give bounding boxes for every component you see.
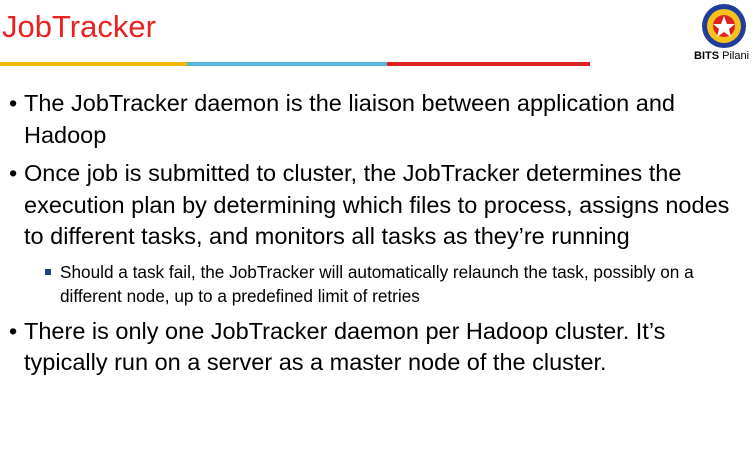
sub-bullet-2-1-text: Should a task fail, the JobTracker will … bbox=[60, 261, 694, 306]
square-bullet-icon bbox=[45, 268, 51, 275]
sub-bullet-2-1: Should a task fail, the JobTracker will … bbox=[0, 260, 754, 308]
bullet-dot-icon: • bbox=[9, 160, 18, 186]
title-rule-yellow bbox=[0, 62, 187, 66]
slide-title: JobTracker bbox=[2, 9, 156, 44]
bullet-1-text: The JobTracker daemon is the liaison bet… bbox=[24, 90, 675, 148]
bullet-3-text: There is only one JobTracker daemon per … bbox=[24, 317, 666, 376]
bits-pilani-logo-icon bbox=[702, 4, 746, 48]
bullet-2-text: Once job is submitted to cluster, the Jo… bbox=[24, 160, 730, 249]
title-rule-red bbox=[387, 62, 590, 66]
logo-caption: BITS Pilani bbox=[694, 50, 750, 62]
title-rule-blue bbox=[187, 62, 387, 66]
bullet-3: • There is only one JobTracker daemon pe… bbox=[0, 316, 754, 379]
bullet-1: • The JobTracker daemon is the liaison b… bbox=[0, 88, 754, 151]
bullet-dot-icon: • bbox=[9, 90, 18, 116]
bullet-dot-icon: • bbox=[9, 317, 18, 344]
bullet-list: • The JobTracker daemon is the liaison b… bbox=[0, 88, 754, 386]
bullet-2: • Once job is submitted to cluster, the … bbox=[0, 158, 754, 253]
